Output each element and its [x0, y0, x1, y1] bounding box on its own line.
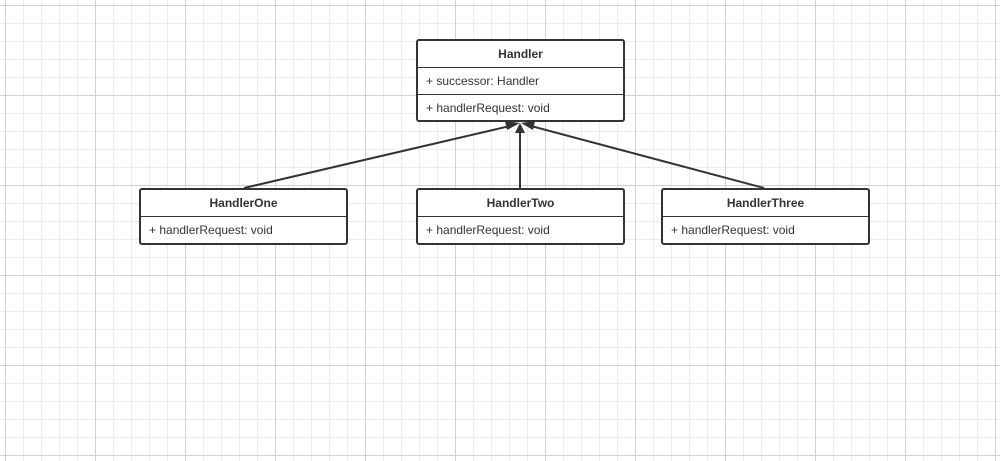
- generalization-arrowhead-one: [505, 121, 520, 130]
- generalization-arrowhead-two: [515, 123, 525, 133]
- class-handler[interactable]: Handler + successor: Handler + handlerRe…: [416, 39, 625, 122]
- class-handler-two[interactable]: HandlerTwo + handlerRequest: void: [416, 188, 625, 245]
- class-method: + handlerRequest: void: [671, 223, 795, 237]
- generalization-edge-handler-three: [530, 125, 765, 189]
- class-method: + handlerRequest: void: [149, 223, 273, 237]
- class-handler-one[interactable]: HandlerOne + handlerRequest: void: [139, 188, 348, 245]
- class-handler-three[interactable]: HandlerThree + handlerRequest: void: [661, 188, 870, 245]
- class-attribute: + successor: Handler: [426, 74, 540, 88]
- generalization-edge-handler-one: [243, 125, 511, 189]
- class-name: HandlerOne: [141, 190, 346, 217]
- class-name: Handler: [418, 41, 623, 68]
- class-method: + handlerRequest: void: [426, 223, 550, 237]
- class-name: HandlerTwo: [418, 190, 623, 217]
- generalization-arrowhead-three: [521, 121, 535, 130]
- class-name: HandlerThree: [663, 190, 868, 217]
- class-method: + handlerRequest: void: [418, 94, 623, 121]
